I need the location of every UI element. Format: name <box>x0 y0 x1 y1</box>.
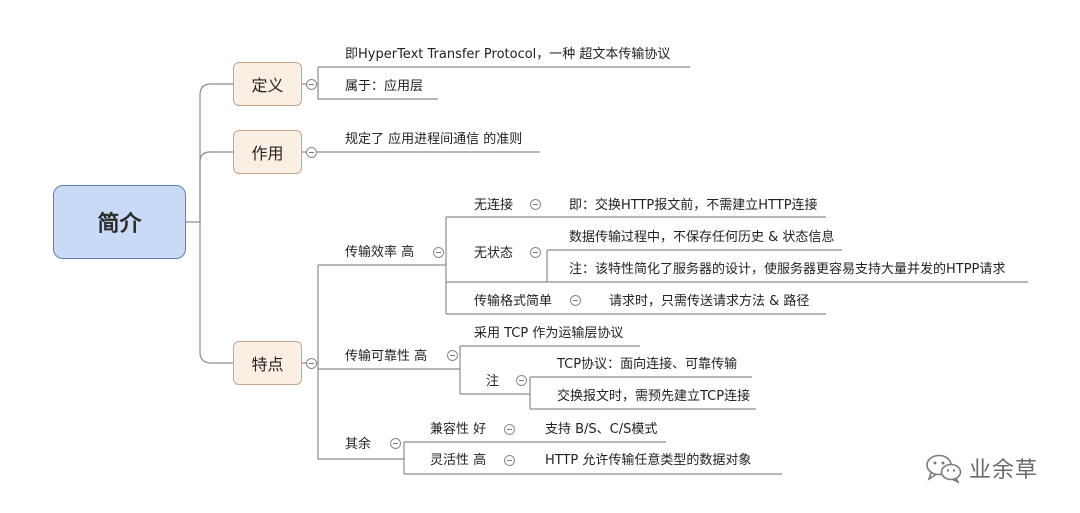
simple-format-node[interactable]: 传输格式简单 <box>474 294 553 309</box>
stateless-detail-1[interactable]: 数据传输过程中，不保存任何历史 & 状态信息 <box>569 230 835 245</box>
reliability-tcp[interactable]: 采用 TCP 作为运输层协议 <box>474 326 624 341</box>
collapse-toggle-others[interactable] <box>390 438 401 449</box>
stateless-node[interactable]: 无状态 <box>474 246 514 261</box>
wechat-icon <box>926 454 962 483</box>
reliability-note-detail-2[interactable]: 交换报文时，需预先建立TCP连接 <box>557 389 751 404</box>
features-node[interactable]: 特点 <box>233 341 302 385</box>
collapse-toggle-connectionless[interactable] <box>530 199 541 210</box>
collapse-toggle-purpose[interactable] <box>306 147 317 158</box>
flexibility-node[interactable]: 灵活性 高 <box>430 453 487 468</box>
collapse-toggle-reliability[interactable] <box>447 350 458 361</box>
features-label: 特点 <box>251 355 284 374</box>
collapse-toggle-definition[interactable] <box>306 79 317 90</box>
flexibility-detail[interactable]: HTTP 允许传输任意类型的数据对象 <box>545 453 752 468</box>
connectionless-node[interactable]: 无连接 <box>474 198 514 213</box>
purpose-label: 作用 <box>251 144 284 163</box>
efficiency-node[interactable]: 传输效率 高 <box>345 245 415 260</box>
collapse-toggle-features[interactable] <box>306 358 317 369</box>
root-label: 简介 <box>97 212 142 237</box>
definition-item-protocol[interactable]: 即HyperText Transfer Protocol，一种 超文本传输协议 <box>345 47 671 62</box>
definition-label: 定义 <box>251 76 284 95</box>
purpose-node[interactable]: 作用 <box>233 130 302 174</box>
purpose-item-rule[interactable]: 规定了 应用进程间通信 的准则 <box>345 132 523 147</box>
connectionless-detail[interactable]: 即：交换HTTP报文前，不需建立HTTP连接 <box>569 198 818 213</box>
reliability-note-detail-1[interactable]: TCP协议：面向连接、可靠传输 <box>557 357 738 372</box>
collapse-toggle-simple-format[interactable] <box>570 295 581 306</box>
stateless-detail-2[interactable]: 注：该特性简化了服务器的设计，使服务器更容易支持大量并发的HTPP请求 <box>569 262 1006 277</box>
others-node[interactable]: 其余 <box>345 437 372 452</box>
collapse-toggle-stateless[interactable] <box>530 247 541 258</box>
collapse-toggle-flexibility[interactable] <box>504 455 515 466</box>
simple-format-detail[interactable]: 请求时，只需传送请求方法 & 路径 <box>609 294 810 309</box>
collapse-toggle-note[interactable] <box>516 375 527 386</box>
reliability-node[interactable]: 传输可靠性 高 <box>345 349 428 364</box>
watermark-text: 业余草 <box>969 458 1039 483</box>
compatibility-detail[interactable]: 支持 B/S、C/S模式 <box>545 422 658 437</box>
definition-item-layer[interactable]: 属于：应用层 <box>345 79 424 94</box>
collapse-toggle-efficiency[interactable] <box>433 247 444 258</box>
root-node[interactable]: 简介 <box>53 185 186 259</box>
compatibility-node[interactable]: 兼容性 好 <box>430 422 487 437</box>
definition-node[interactable]: 定义 <box>233 62 302 106</box>
watermark: 业余草 <box>925 452 1038 484</box>
collapse-toggle-compatibility[interactable] <box>504 424 515 435</box>
reliability-note-node[interactable]: 注 <box>486 374 500 389</box>
